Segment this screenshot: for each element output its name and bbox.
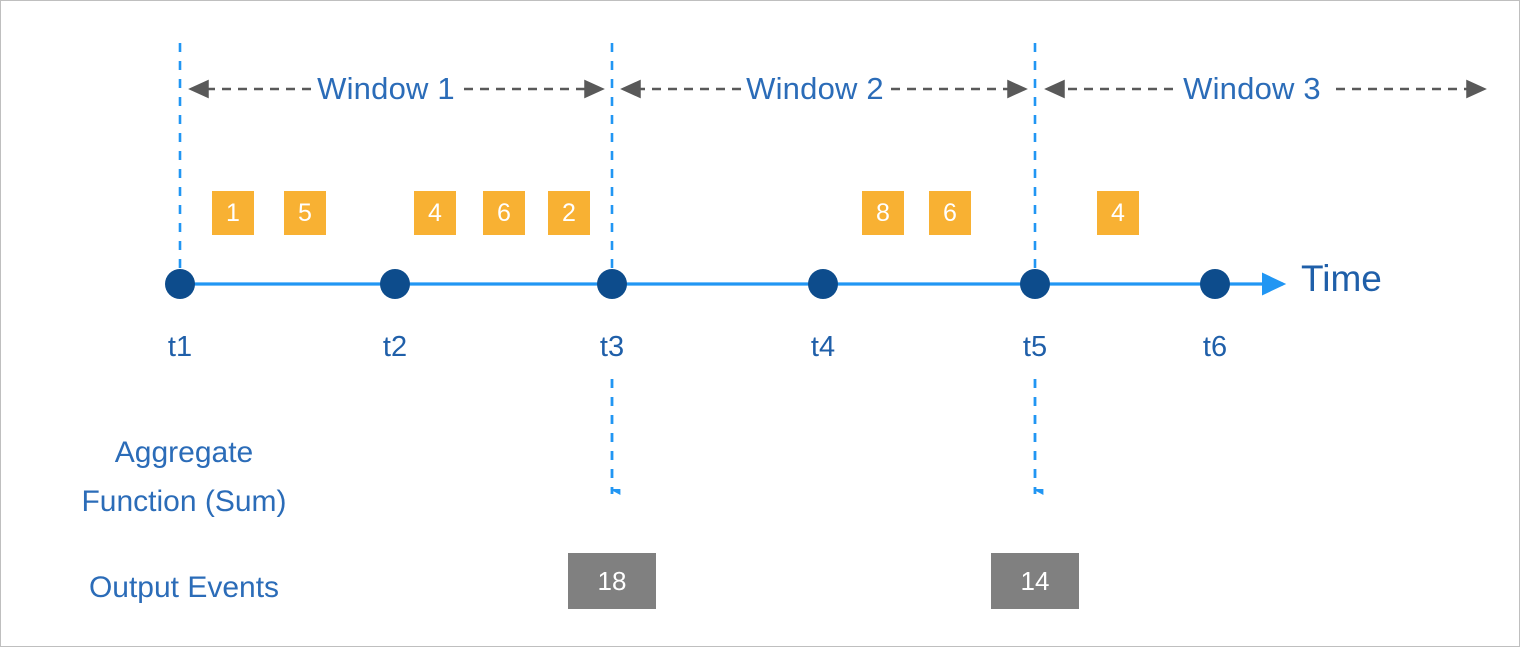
event-box[interactable]: 6 xyxy=(483,191,525,235)
timeline-dot-t5 xyxy=(1020,269,1050,299)
aggregate-output-arrows xyxy=(612,379,1035,494)
timeline-dot-t2 xyxy=(380,269,410,299)
timeline-dot-t4 xyxy=(808,269,838,299)
tick-label-t5: t5 xyxy=(1022,331,1048,363)
timeline-dot-t6 xyxy=(1200,269,1230,299)
timeline-axis xyxy=(165,269,1287,299)
event-box[interactable]: 4 xyxy=(414,191,456,235)
event-box[interactable]: 4 xyxy=(1097,191,1139,235)
event-box[interactable]: 6 xyxy=(929,191,971,235)
tick-label-t2: t2 xyxy=(382,331,408,363)
output-event-box[interactable]: 18 xyxy=(568,553,656,609)
output-event-box[interactable]: 14 xyxy=(991,553,1079,609)
timeline-dot-t1 xyxy=(165,269,195,299)
event-box[interactable]: 8 xyxy=(862,191,904,235)
axis-title-time: Time xyxy=(1301,258,1382,299)
output-events-label: Output Events xyxy=(88,571,280,604)
window-label-3: Window 3 xyxy=(1183,71,1321,106)
aggregate-function-label: Aggregate Function (Sum) xyxy=(81,436,287,518)
tick-label-t1: t1 xyxy=(167,331,193,363)
window-label-2: Window 2 xyxy=(746,71,884,106)
event-box[interactable]: 5 xyxy=(284,191,326,235)
event-box[interactable]: 2 xyxy=(548,191,590,235)
tick-label-t3: t3 xyxy=(599,331,625,363)
window-label-1: Window 1 xyxy=(317,71,455,106)
tick-label-t4: t4 xyxy=(810,331,836,363)
tick-label-t6: t6 xyxy=(1202,331,1228,363)
timeline-dot-t3 xyxy=(597,269,627,299)
window-boundary-lines xyxy=(178,43,1037,282)
event-box[interactable]: 1 xyxy=(212,191,254,235)
